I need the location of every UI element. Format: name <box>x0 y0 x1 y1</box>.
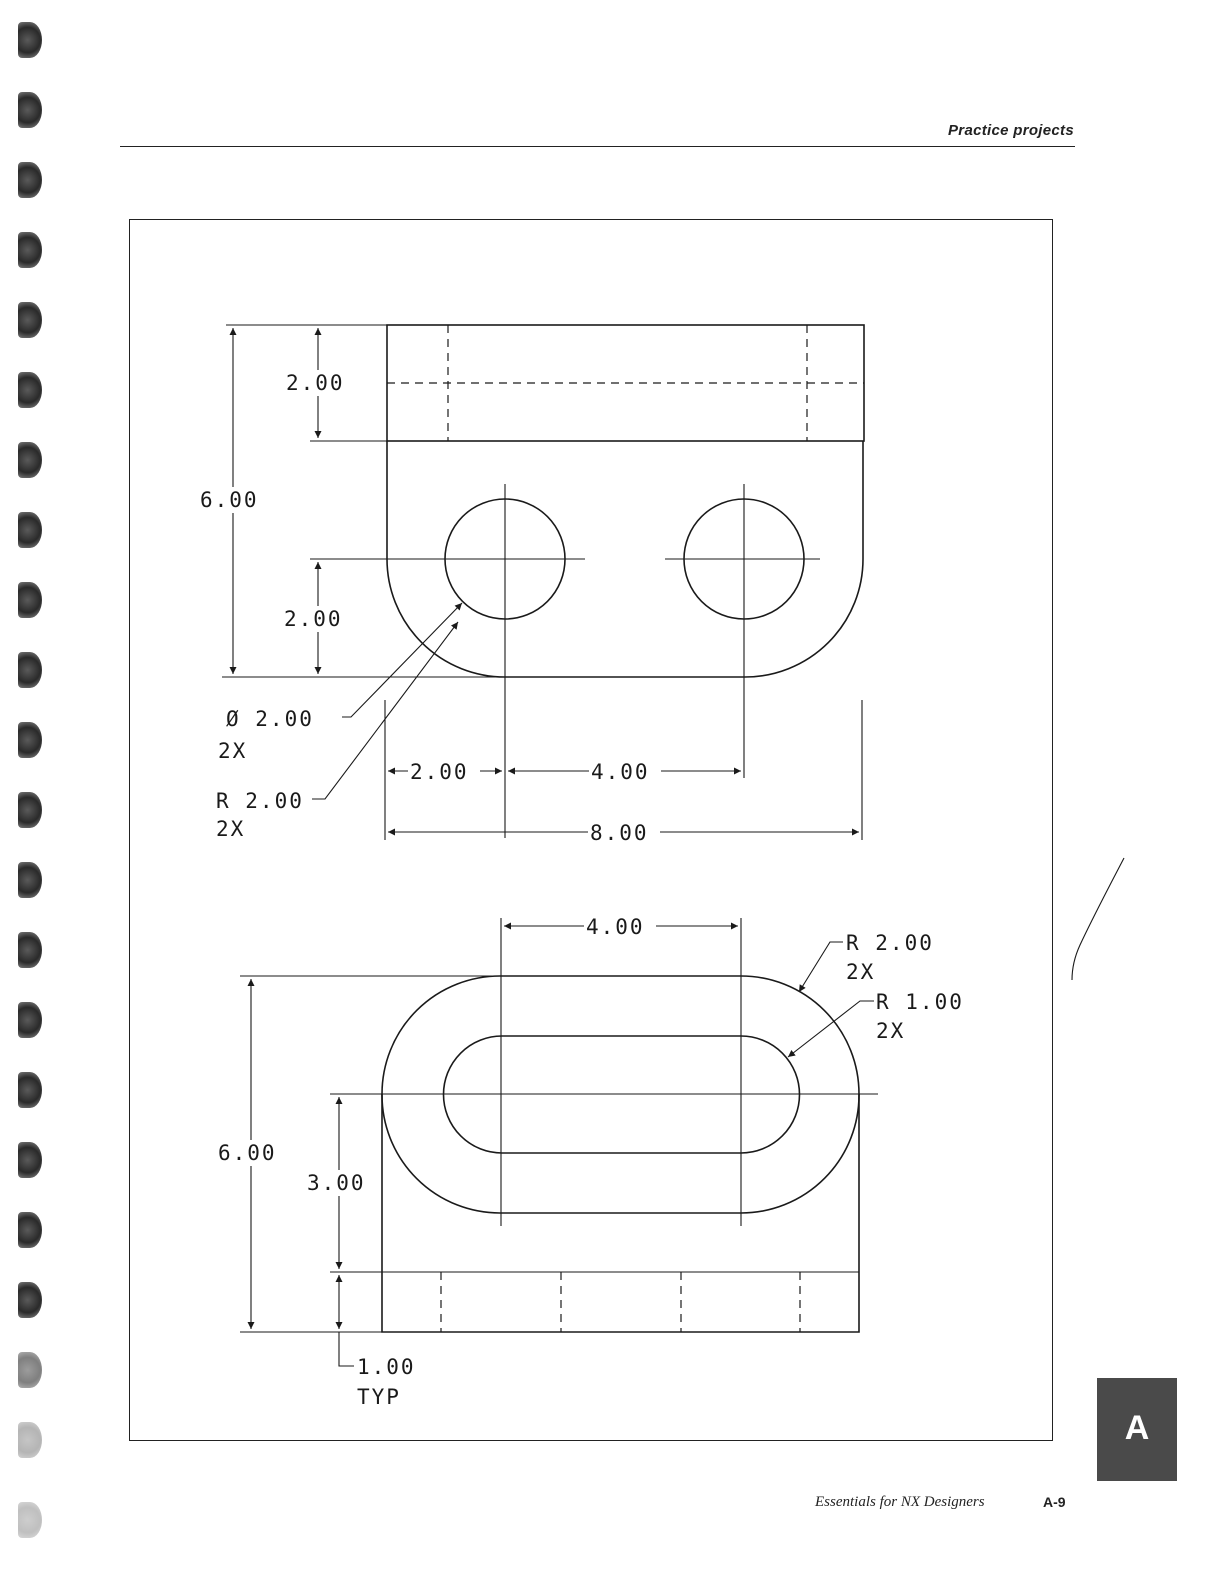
leader-thickness <box>338 1332 354 1367</box>
binder-hole <box>18 1142 42 1178</box>
binder-holes <box>0 0 60 1584</box>
appendix-tab: A <box>1097 1378 1177 1481</box>
outer-arc-lower <box>381 1093 860 1214</box>
drawing-frame <box>129 219 1053 1441</box>
binder-hole <box>18 1002 42 1038</box>
leader-radius <box>312 621 459 800</box>
binder-hole <box>18 1502 42 1538</box>
dim-slot-length: 4.00 <box>586 915 645 939</box>
binder-hole <box>18 1422 42 1458</box>
binder-hole <box>18 302 42 338</box>
dim-center-height: 2.00 <box>284 607 343 631</box>
header-rule <box>120 146 1075 147</box>
dim-total-width: 8.00 <box>590 821 649 845</box>
binder-hole <box>18 22 42 58</box>
dim-hole-diameter: Ø 2.00 <box>226 707 314 731</box>
binder-hole <box>18 162 42 198</box>
page-number: A-9 <box>1043 1494 1066 1510</box>
dim-thickness-note: TYP <box>357 1385 401 1409</box>
dim-total-height: 6.00 <box>200 488 259 512</box>
dim-thickness: 1.00 <box>357 1355 416 1379</box>
dim-inner-radius: R 1.00 <box>876 990 964 1014</box>
base-outline <box>386 441 864 678</box>
binder-hole <box>18 932 42 968</box>
dim-outer-radius-count: 2X <box>846 960 875 984</box>
binder-hole <box>18 1352 42 1388</box>
dim-center-height: 3.00 <box>307 1171 366 1195</box>
dim-top-height: 2.00 <box>286 371 345 395</box>
binder-hole <box>18 442 42 478</box>
dim-radius-count: 2X <box>216 817 245 841</box>
dim-inner-radius-count: 2X <box>876 1019 905 1043</box>
dim-radius: R 2.00 <box>216 789 304 813</box>
binder-hole <box>18 722 42 758</box>
dim-total-height: 6.00 <box>218 1141 277 1165</box>
binder-hole <box>18 1212 42 1248</box>
binder-hole <box>18 512 42 548</box>
book-title: Essentials for NX Designers <box>815 1494 985 1510</box>
binder-hole <box>18 652 42 688</box>
dim-outer-radius: R 2.00 <box>846 931 934 955</box>
binder-hole <box>18 862 42 898</box>
binder-hole <box>18 582 42 618</box>
binder-hole <box>18 232 42 268</box>
bottom-view: 4.00 R 2.00 2X R 1.00 2X 6.00 3.00 1.00 … <box>216 914 964 1409</box>
dim-hole-spacing: 4.00 <box>591 760 650 784</box>
binder-hole <box>18 1072 42 1108</box>
dim-hole-count: 2X <box>218 739 247 763</box>
outer-outline <box>381 975 860 1333</box>
leader-outer-radius <box>798 941 843 993</box>
binder-hole <box>18 792 42 828</box>
section-title: Practice projects <box>948 122 1074 139</box>
binder-hole <box>18 1282 42 1318</box>
pencil-mark <box>1071 857 1125 981</box>
binder-hole <box>18 372 42 408</box>
binder-hole <box>18 92 42 128</box>
top-view: 2.00 6.00 2.00 Ø 2.00 2X R 2.00 2X 2.00 … <box>198 324 865 845</box>
leader-inner-radius <box>787 1000 874 1058</box>
leader-hole <box>342 602 463 718</box>
dim-hole-offset: 2.00 <box>410 760 469 784</box>
